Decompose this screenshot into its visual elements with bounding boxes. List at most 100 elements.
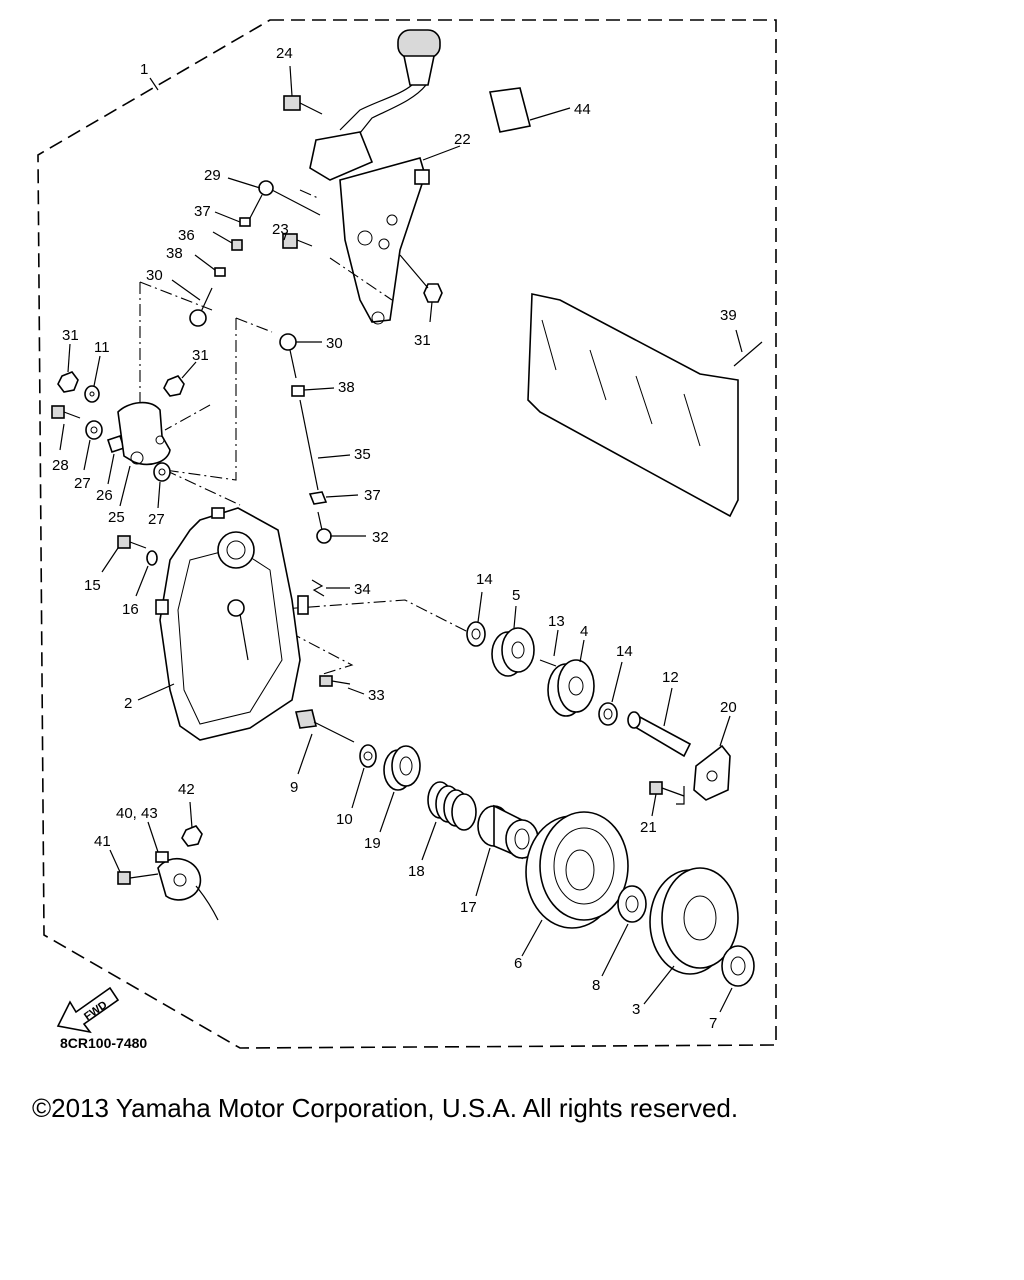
- callout-label: 21: [640, 819, 657, 836]
- washer-11: [84, 355, 101, 403]
- callout-label: 37: [364, 487, 381, 504]
- gear-4: [547, 639, 595, 717]
- bushing-19: [379, 745, 421, 833]
- rod-end-29: [227, 177, 321, 219]
- callout-label: 22: [454, 131, 471, 148]
- reference-line-e: [241, 599, 469, 633]
- pin-13: [539, 629, 559, 667]
- threaded-rod-35: [299, 399, 351, 491]
- bolt-15: [101, 535, 147, 573]
- sprocket-6: [521, 811, 629, 957]
- bolt-28: [51, 405, 81, 451]
- callout-label: 30: [146, 267, 163, 284]
- guard-39: [527, 293, 763, 518]
- callout-label: 18: [408, 863, 425, 880]
- nut-38-lower: [291, 385, 335, 397]
- arm-25: [117, 401, 171, 507]
- nut-38: [194, 254, 226, 277]
- shift-lever: [309, 29, 461, 325]
- callout-label: 40, 43: [116, 805, 158, 822]
- callout-label: 16: [122, 601, 139, 618]
- callout-label: 24: [276, 45, 293, 62]
- reference-line-b: [164, 317, 273, 481]
- callout-label: 28: [52, 457, 69, 474]
- callout-label: 9: [290, 779, 298, 796]
- washer-27-left: [83, 420, 103, 471]
- callout-label: 31: [62, 327, 79, 344]
- fwd-arrow-icon: FWD: [56, 986, 120, 1034]
- callout-label: 23: [272, 221, 289, 238]
- nut-37: [214, 211, 251, 227]
- chaincase-cover-2: [137, 507, 309, 741]
- washer-27-right: [153, 462, 171, 509]
- callout-label: 7: [709, 1015, 717, 1032]
- callout-label: 5: [512, 587, 520, 604]
- bolt-33: [319, 675, 365, 695]
- callout-label: 27: [74, 475, 91, 492]
- bracket-20: [693, 715, 731, 801]
- callout-label: 36: [178, 227, 195, 244]
- callout-label: 32: [372, 529, 389, 546]
- callout-label: 37: [194, 203, 211, 220]
- exploded-parts-diagram: FWD 8CR100-7480 1 2 3 4 5 6 7 8 9 10 11 …: [37, 19, 777, 1051]
- reference-line-c: [164, 404, 211, 431]
- callout-label: 39: [720, 307, 737, 324]
- callout-label: 29: [204, 167, 221, 184]
- callout-label: 35: [354, 446, 371, 463]
- callout-label: 6: [514, 955, 522, 972]
- nut-31-mid: [163, 361, 197, 397]
- callout-label: 44: [574, 101, 591, 118]
- nut-42: [181, 801, 203, 847]
- sprocket-3: [643, 867, 739, 1005]
- callout-label: 38: [166, 245, 183, 262]
- callout-label: 34: [354, 581, 371, 598]
- bolt-24: [283, 65, 323, 115]
- washer-14-upper: [466, 591, 486, 647]
- callout-label: 31: [192, 347, 209, 364]
- callout-labels: 1 2 3 4 5 6 7 8 9 10 11 12 13 14 14 15 1…: [52, 45, 737, 1032]
- callout-label: 14: [476, 571, 493, 588]
- gear-5: [491, 605, 535, 677]
- nut-31-upper: [399, 254, 443, 323]
- callout-label: 25: [108, 509, 125, 526]
- callout-label: 26: [96, 487, 113, 504]
- callout-label: 11: [94, 339, 110, 356]
- reference-line-d: [299, 189, 393, 301]
- callout-label: 30: [326, 335, 343, 352]
- callout-label: 13: [548, 613, 565, 630]
- rod-end-32: [316, 511, 366, 544]
- callout-label: 20: [720, 699, 737, 716]
- rod-end-30-upper: [171, 279, 213, 327]
- rod-end-30-lower: [279, 333, 322, 379]
- washer-16: [135, 550, 158, 597]
- callout-label: 14: [616, 643, 633, 660]
- bolt-21: [649, 781, 685, 817]
- shaft-12: [627, 687, 692, 758]
- reference-line-g: [164, 469, 241, 506]
- clip-34: [311, 579, 350, 597]
- copyright-notice: ©2013 Yamaha Motor Corporation, U.S.A. A…: [32, 1093, 739, 1123]
- bolt-41: [109, 849, 159, 885]
- callout-label: 31: [414, 332, 431, 349]
- callout-label: 19: [364, 835, 381, 852]
- callout-label: 4: [580, 623, 588, 640]
- callout-label: 27: [148, 511, 165, 528]
- callout-label: 12: [662, 669, 679, 686]
- callout-label: 8: [592, 977, 600, 994]
- callout-label: 33: [368, 687, 385, 704]
- callout-label: 10: [336, 811, 353, 828]
- washer-8: [601, 885, 647, 977]
- callout-label: 42: [178, 781, 195, 798]
- callout-label: 3: [632, 1001, 640, 1018]
- sensor-40-43: [147, 821, 219, 921]
- drawing-code: 8CR100-7480: [60, 1035, 147, 1051]
- assembly-boundary: [37, 19, 777, 1049]
- bolt-36: [212, 231, 243, 251]
- callout-label: 38: [338, 379, 355, 396]
- callout-label: 2: [124, 695, 132, 712]
- spring-18: [421, 781, 477, 861]
- bolt-23: [282, 233, 313, 249]
- nut-37-lower: [308, 491, 359, 505]
- decal-44: [489, 87, 571, 133]
- nut-7: [719, 945, 755, 1013]
